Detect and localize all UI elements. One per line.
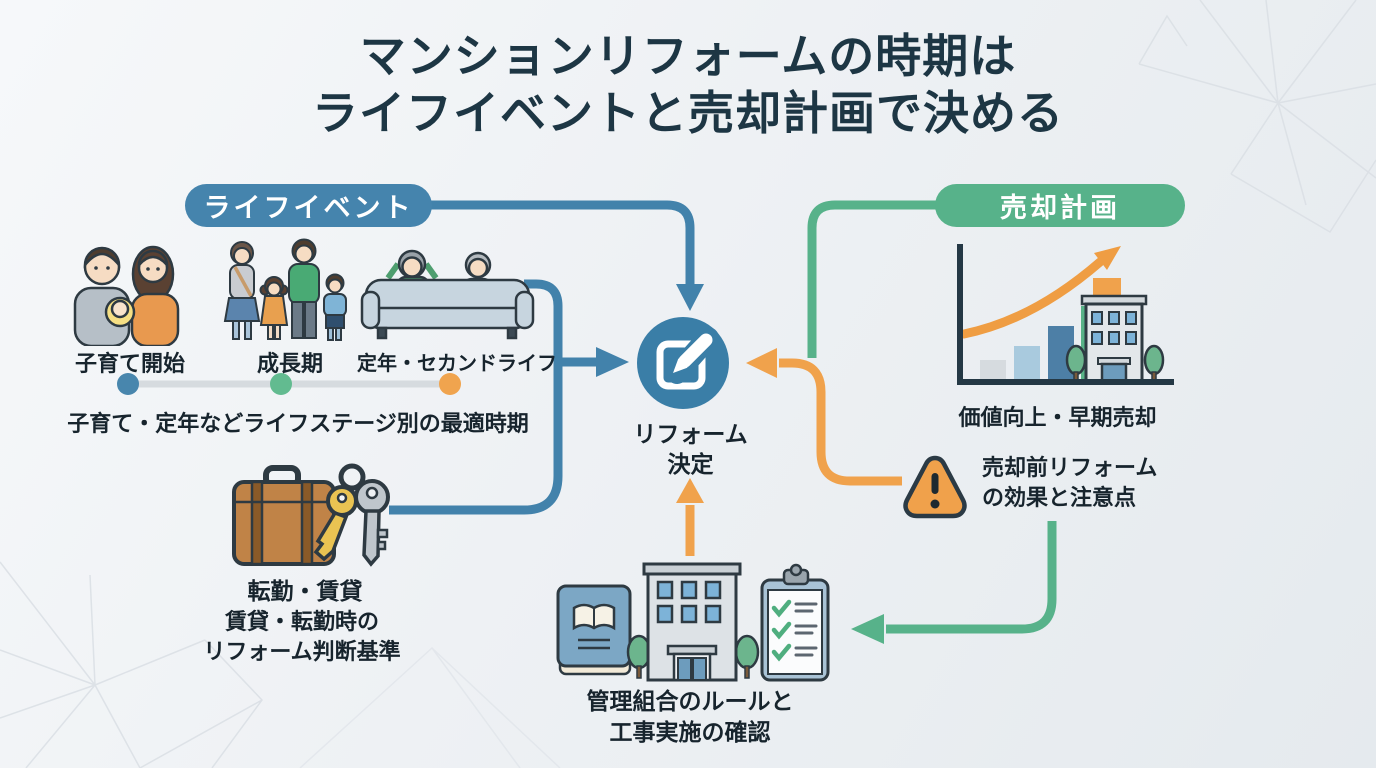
- decision-label: リフォーム 決定: [613, 420, 768, 480]
- relocation-note-line-1: 賃貸・転勤時の: [224, 609, 379, 634]
- warning-to-management-arrowhead: [851, 614, 884, 644]
- life-events-badge: ライフイベント: [185, 184, 432, 227]
- lifestage-timeline-note: 子育て・定年などライフステージ別の最適時期: [67, 411, 529, 436]
- junction-to-decision-arrowhead: [596, 347, 629, 377]
- stage-label-childcare: 子育て開始: [74, 351, 185, 376]
- stage-label-retirement: 定年・セカンドライフ: [357, 353, 557, 375]
- suitcase-and-keys-illustration: [232, 463, 390, 567]
- stage-label-growth: 成長期: [256, 351, 323, 376]
- decision-label-line-1: リフォーム: [633, 421, 748, 447]
- value-improvement-label: 価値向上・早期売却: [958, 405, 1157, 430]
- management-rules-line-2: 工事実施の確認: [609, 719, 771, 746]
- family-of-four-illustration: [223, 238, 347, 341]
- timeline-dot-retirement: [439, 373, 461, 395]
- book-building-checklist-illustration: [556, 562, 830, 682]
- relocation-label: 転勤・賃貸: [247, 578, 363, 604]
- sale-plan-to-decision-line: [807, 200, 936, 358]
- sale-side-to-decision-arrowhead: [746, 348, 777, 378]
- presale-warning-note: 売却前リフォーム の効果と注意点: [982, 453, 1217, 513]
- title-line-2: ライフイベントと売却計画で決める: [312, 87, 1064, 140]
- presale-warning-line-1: 売却前リフォーム: [982, 455, 1158, 480]
- decision-label-line-2: 決定: [667, 450, 714, 477]
- edit-pencil-icon: [637, 317, 729, 409]
- value-trend-arrowhead: [1094, 246, 1121, 270]
- management-rules-line-1: 管理組合のルールと: [586, 688, 794, 714]
- chart-axes: [957, 244, 1174, 385]
- rising-chart-building-illustration: [957, 244, 1174, 385]
- life-events-badge-label: ライフイベント: [203, 193, 414, 223]
- sale-plan-badge-label: 売却計画: [1000, 193, 1120, 223]
- life-events-to-decision-arrowhead: [676, 284, 704, 311]
- relocation-note-line-2: リフォーム判断基準: [203, 638, 401, 664]
- warning-to-management-line: [886, 521, 1057, 634]
- presale-warning-line-2: の効果と注意点: [982, 484, 1137, 510]
- value-trend-arrow-line: [959, 257, 1105, 339]
- sale-plan-badge: 売却計画: [935, 184, 1185, 227]
- warning-triangle-icon: [903, 455, 967, 519]
- family-with-baby-illustration: [73, 245, 180, 346]
- title-line-1: マンションリフォームの時期は: [359, 30, 1017, 82]
- relocation-note: 賃貸・転勤時の リフォーム判断基準: [192, 607, 412, 667]
- management-rules-note: 管理組合のルールと 工事実施の確認: [560, 686, 820, 749]
- sale-side-to-decision-line: [779, 358, 902, 486]
- page-title: マンションリフォームの時期は ライフイベントと売却計画で決める: [0, 28, 1376, 142]
- management-to-decision-arrowhead: [676, 478, 704, 503]
- senior-couple-sofa-illustration: [360, 249, 535, 340]
